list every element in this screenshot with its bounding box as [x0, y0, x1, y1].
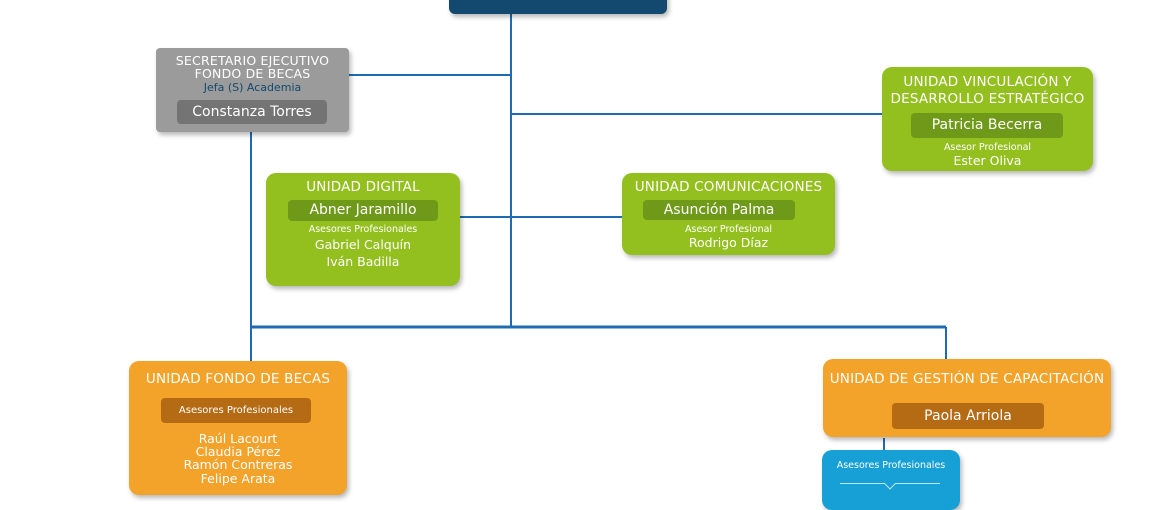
- capacitacion-title: UNIDAD DE GESTIÓN DE CAPACITACIÓN: [829, 371, 1105, 387]
- vinculacion-title-2: DESARROLLO ESTRATÉGICO: [890, 91, 1085, 107]
- comunicaciones-title: UNIDAD COMUNICACIONES: [634, 179, 823, 195]
- fondo-becas-person-3: Ramón Contreras: [183, 457, 293, 472]
- fondo-becas-person-1: Raúl Lacourt: [198, 431, 278, 446]
- secretario-title-2: FONDO DE BECAS: [194, 66, 311, 81]
- digital-role: Asesores Profesionales: [308, 224, 418, 235]
- asesores-role: Asesores Profesionales: [836, 460, 946, 471]
- comunicaciones-name: Asunción Palma: [643, 200, 795, 220]
- fondo-becas-title: UNIDAD FONDO DE BECAS: [145, 371, 331, 387]
- fondo-becas-person-4: Felipe Arata: [200, 471, 276, 486]
- secretario-subtitle: Jefa (S) Academia: [203, 81, 302, 94]
- comunicaciones-person: Rodrigo Díaz: [688, 235, 769, 250]
- digital-person-1: Gabriel Calquín: [314, 237, 412, 252]
- fondo-becas-person-2: Claudia Pérez: [195, 444, 281, 459]
- vinculacion-title-1: UNIDAD VINCULACIÓN Y: [903, 74, 1072, 90]
- vinculacion-person: Ester Oliva: [953, 153, 1022, 168]
- fondo-becas-box: UNIDAD FONDO DE BECAS Asesores Profesion…: [129, 361, 347, 495]
- fondo-becas-role: Asesores Profesionales: [161, 398, 311, 423]
- director-box: [449, 0, 667, 14]
- digital-title: UNIDAD DIGITAL: [306, 179, 420, 195]
- vinculacion-box: UNIDAD VINCULACIÓN Y DESARROLLO ESTRATÉG…: [882, 67, 1093, 171]
- secretario-box: SECRETARIO EJECUTIVO FONDO DE BECAS Jefa…: [156, 48, 349, 132]
- chevron-down-icon: [884, 478, 896, 490]
- vinculacion-role: Asesor Profesional: [943, 142, 1032, 153]
- digital-person-2: Iván Badilla: [326, 254, 400, 269]
- digital-box: UNIDAD DIGITAL Abner Jaramillo Asesores …: [266, 173, 460, 286]
- comunicaciones-box: UNIDAD COMUNICACIONES Asunción Palma Ase…: [622, 173, 835, 255]
- vinculacion-name: Patricia Becerra: [911, 113, 1063, 138]
- secretario-name: Constanza Torres: [177, 100, 327, 124]
- comunicaciones-role: Asesor Profesional: [684, 224, 773, 235]
- asesores-box: Asesores Profesionales: [822, 450, 960, 510]
- capacitacion-name: Paola Arriola: [892, 403, 1044, 429]
- capacitacion-box: UNIDAD DE GESTIÓN DE CAPACITACIÓN Paola …: [823, 359, 1111, 437]
- digital-name: Abner Jaramillo: [288, 200, 438, 221]
- secretario-title-1: SECRETARIO EJECUTIVO: [175, 53, 330, 68]
